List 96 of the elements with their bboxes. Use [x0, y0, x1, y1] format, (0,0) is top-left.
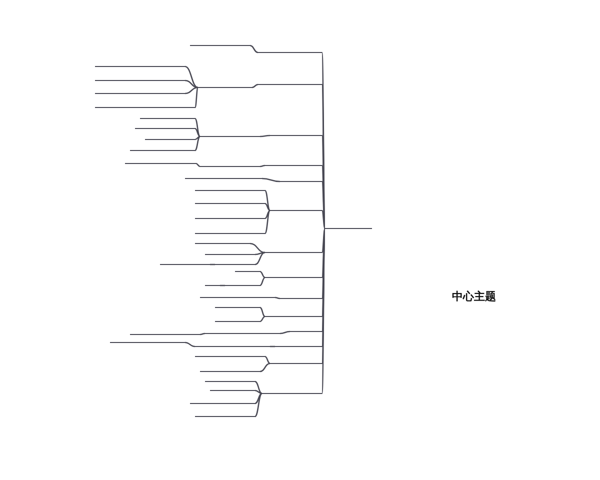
branch-connector: [264, 356, 270, 364]
branch-connector: [254, 393, 262, 417]
branch-connector: [321, 181, 326, 229]
branch-line: [258, 50, 322, 53]
branch-line: [258, 82, 322, 85]
branch-line: [195, 241, 250, 244]
branch-connector: [260, 306, 266, 318]
branch-line: [280, 296, 322, 299]
branch-connector: [264, 202, 270, 212]
branch-line: [265, 314, 322, 317]
branch-connector: [262, 178, 280, 182]
branch-line: [265, 275, 322, 278]
branch-connector: [321, 228, 326, 253]
branch-connector: [194, 128, 200, 138]
branch-connector: [260, 164, 266, 168]
branch-connector: [194, 136, 200, 151]
branch-connector: [260, 134, 270, 138]
branch-line: [195, 344, 270, 347]
branch-connector: [254, 252, 266, 256]
branch-connector: [280, 330, 290, 334]
branch-line: [200, 134, 260, 137]
branch-line: [205, 331, 280, 334]
branch-line: [275, 344, 322, 347]
branch-line: [110, 340, 185, 343]
branch-connector: [260, 362, 270, 372]
branch-line: [190, 401, 255, 404]
branch-line: [225, 283, 260, 286]
branch-line: [198, 85, 252, 88]
branch-connector: [321, 228, 326, 394]
branch-line: [270, 133, 322, 136]
branch-line: [185, 176, 262, 179]
branch-line: [195, 354, 265, 357]
branch-line: [160, 262, 210, 265]
branch-connector: [196, 162, 200, 168]
branch-line: [205, 379, 255, 382]
branch-connector: [274, 296, 280, 300]
branch-connector: [220, 284, 225, 286]
branch-connector: [194, 118, 200, 137]
branch-line: [95, 64, 185, 67]
branch-connector: [250, 44, 258, 54]
branch-connector: [264, 190, 270, 211]
branch-connector: [184, 342, 196, 348]
branch-connector: [250, 242, 266, 254]
branch-line: [125, 161, 196, 164]
branch-connector: [184, 80, 198, 88]
branch-line: [200, 369, 260, 372]
branch-connector: [252, 84, 258, 88]
branch-connector: [254, 390, 262, 394]
branch-connector: [194, 87, 199, 108]
branch-connector: [264, 210, 270, 220]
branch-line: [195, 201, 265, 204]
branch-line: [270, 208, 322, 211]
branch-connector: [260, 270, 266, 278]
branch-line: [200, 164, 260, 167]
branch-connector: [264, 210, 271, 234]
branch-line: [195, 188, 265, 191]
branch-line: [215, 319, 260, 322]
branch-line: [235, 269, 260, 272]
branch-connector: [254, 252, 266, 266]
branch-line: [265, 163, 322, 166]
branch-line: [195, 231, 265, 234]
branch-line: [210, 388, 255, 391]
branch-line: [262, 391, 322, 394]
branch-line: [95, 78, 185, 81]
branch-connector: [260, 276, 266, 286]
branch-connector: [194, 136, 200, 140]
branch-line: [135, 126, 195, 129]
branch-line: [290, 329, 322, 332]
branch-line: [215, 262, 255, 265]
branch-line: [145, 137, 195, 140]
branch-line: [195, 414, 255, 417]
branch-line: [200, 295, 275, 298]
branch-line: [215, 305, 260, 308]
branch-line: [325, 226, 372, 229]
branch-connector: [254, 392, 262, 404]
branch-connector: [184, 66, 198, 88]
branch-line: [130, 148, 195, 151]
branch-line: [140, 116, 195, 119]
branch-connector: [260, 316, 266, 322]
branch-line: [195, 216, 265, 219]
branch-connector: [254, 380, 262, 394]
branch-line: [270, 361, 322, 364]
branch-line: [130, 332, 200, 335]
branch-connector: [210, 264, 215, 266]
branch-line: [205, 252, 255, 255]
branch-connector: [321, 210, 326, 229]
branch-connector: [184, 86, 198, 94]
branch-line: [265, 250, 322, 253]
branch-connector: [200, 332, 206, 336]
branch-line: [205, 283, 220, 286]
central-topic-text: 中心主题: [452, 289, 496, 304]
branch-line: [280, 179, 322, 182]
branch-line: [95, 91, 185, 94]
branch-line: [95, 105, 195, 108]
branch-connector: [270, 346, 275, 348]
branch-line: [190, 43, 250, 46]
